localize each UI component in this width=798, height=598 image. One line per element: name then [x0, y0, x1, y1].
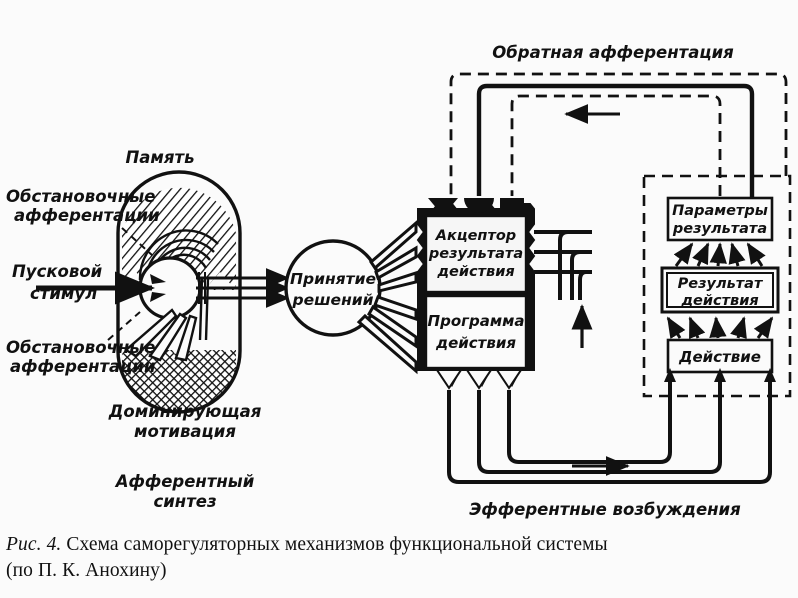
trigger-stimulus-line1: Пусковой — [12, 262, 103, 281]
efferent-excitation-loops — [447, 376, 772, 484]
caption-line1: Схема саморегуляторных механизмов функци… — [61, 534, 608, 555]
leader-line-top — [121, 227, 153, 256]
action-result-line1: Результат — [678, 276, 764, 292]
dominant-motivation-line2: мотивация — [134, 422, 236, 441]
acceptor-line3: действия — [436, 264, 514, 280]
trigger-stimulus-line2: стимул — [30, 284, 97, 303]
action-box — [666, 338, 774, 374]
connector-square — [500, 198, 524, 216]
action-program-line2: действия — [435, 334, 516, 352]
afferent-synthesis-line1: Афферентный — [114, 472, 255, 491]
situational-afferentation-top-line2: афферентации — [14, 206, 160, 225]
memory-label: Память — [125, 148, 194, 167]
reverse-afferentation-label: Обратная афферентация — [492, 43, 734, 62]
loop-outer-dashed — [449, 72, 788, 196]
result-parameters-box — [666, 196, 774, 242]
result-subsystem-dashed-box — [642, 174, 792, 398]
caption-figure-number: Рис. 4. — [6, 534, 62, 555]
figure-caption: Рис. 4. Схема саморегуляторных механизмо… — [0, 528, 798, 598]
diagram-canvas: Обстановочные афферентации Пусковой стим… — [6, 43, 792, 519]
decision-making-line1: Принятие — [290, 270, 376, 288]
decision-making-node: Принятие решений — [284, 219, 418, 375]
connector-semicircle — [464, 198, 494, 213]
situational-afferentation-top-line1: Обстановочные — [6, 187, 155, 206]
result-parameters-line2: результата — [672, 221, 767, 237]
efferent-excitations-label: Эфферентные возбуждения — [469, 500, 741, 519]
afferent-synthesis-oval — [36, 170, 290, 414]
action-label: Действие — [678, 348, 761, 366]
action-program-panel — [424, 294, 528, 370]
efferent-loop-3 — [447, 376, 772, 484]
afferent-synthesis-line2: синтез — [153, 492, 216, 511]
acceptor-line1: Акцептор — [435, 228, 516, 244]
connector-triangle — [428, 198, 458, 216]
loop-middle-solid — [476, 83, 755, 198]
action-result-box-inner — [666, 272, 774, 308]
acceptor-panel — [424, 214, 528, 294]
loop-inner-dashed — [510, 94, 722, 196]
central-block: Акцептор результата действия Программа д… — [416, 198, 536, 390]
reverse-afferentation-loops — [449, 72, 788, 198]
acceptor-line2: результата — [428, 246, 523, 262]
efferent-loop-1 — [507, 376, 672, 464]
action-program-line1: Программа — [428, 312, 525, 330]
result-subsystem-group: Параметры результата Результат действия … — [642, 174, 792, 398]
dominant-motivation-line1: Доминирующая — [108, 402, 262, 421]
anokhin-functional-system-diagram: Обстановочные афферентации Пусковой стим… — [6, 43, 792, 519]
situational-afferentation-bottom-line1: Обстановочные — [6, 338, 155, 357]
action-result-line2: действия — [680, 293, 758, 309]
efferent-loop-2 — [477, 376, 722, 474]
situational-afferentation-bottom-line2: афферентации — [10, 357, 156, 376]
caption-line2: (по П. К. Анохину) — [6, 560, 167, 581]
result-parameters-line1: Параметры — [672, 203, 768, 219]
decision-making-line2: решений — [291, 291, 373, 309]
